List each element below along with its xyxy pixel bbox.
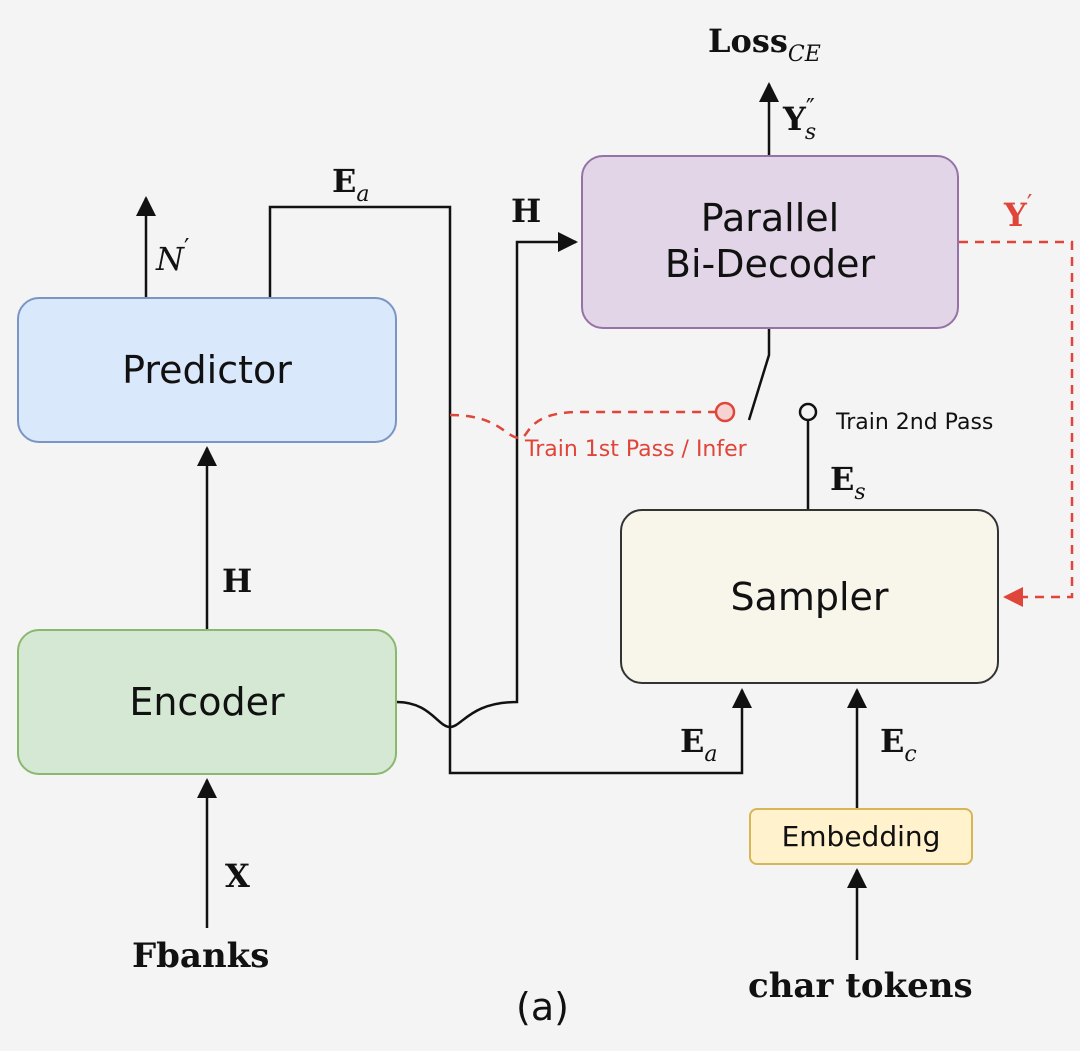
train-2nd-label: Train 2nd Pass bbox=[836, 410, 994, 435]
encoder-label: Encoder bbox=[129, 680, 285, 724]
edge-predictor-ea-sampler bbox=[268, 205, 752, 775]
x-label: X bbox=[225, 857, 250, 895]
embedding-node: Embedding bbox=[749, 808, 973, 865]
char-tokens-label: char tokens bbox=[748, 966, 973, 1006]
h-mid-label: H bbox=[222, 562, 253, 600]
sampler-node: Sampler bbox=[620, 509, 999, 684]
switch-node-2nd bbox=[798, 402, 818, 422]
ys-label: Y″s bbox=[783, 94, 817, 145]
es-label: Es bbox=[830, 460, 866, 505]
switch-node-1st bbox=[714, 401, 736, 423]
predictor-node: Predictor bbox=[17, 297, 397, 443]
sampler-label: Sampler bbox=[730, 574, 889, 619]
train-1st-label: Train 1st Pass / Infer bbox=[525, 437, 747, 462]
predictor-label: Predictor bbox=[122, 348, 292, 392]
yprime-label: Y′ bbox=[1004, 190, 1033, 234]
ea-bottom-label: Ea bbox=[680, 722, 718, 767]
decoder-node: Parallel Bi-Decoder bbox=[581, 155, 959, 329]
loss-label: LossCE bbox=[708, 22, 821, 67]
decoder-label-line1: Parallel bbox=[700, 196, 840, 241]
decoder-label-line2: Bi-Decoder bbox=[664, 242, 876, 286]
ea-top-label: Ea bbox=[332, 162, 370, 207]
edge-dashed-1st-pass bbox=[449, 410, 716, 440]
ec-label: Ec bbox=[880, 722, 917, 767]
fbanks-label: Fbanks bbox=[132, 936, 270, 976]
switch-arm bbox=[747, 329, 771, 421]
edge-encoder-h-decoder bbox=[396, 232, 578, 729]
caption: (a) bbox=[516, 985, 569, 1029]
embedding-label: Embedding bbox=[781, 820, 941, 853]
h-top-label: H bbox=[511, 192, 542, 230]
encoder-node: Encoder bbox=[17, 629, 397, 775]
nprime-label: N′ bbox=[156, 234, 190, 278]
edge-decoder-yprime-sampler bbox=[959, 240, 1074, 607]
